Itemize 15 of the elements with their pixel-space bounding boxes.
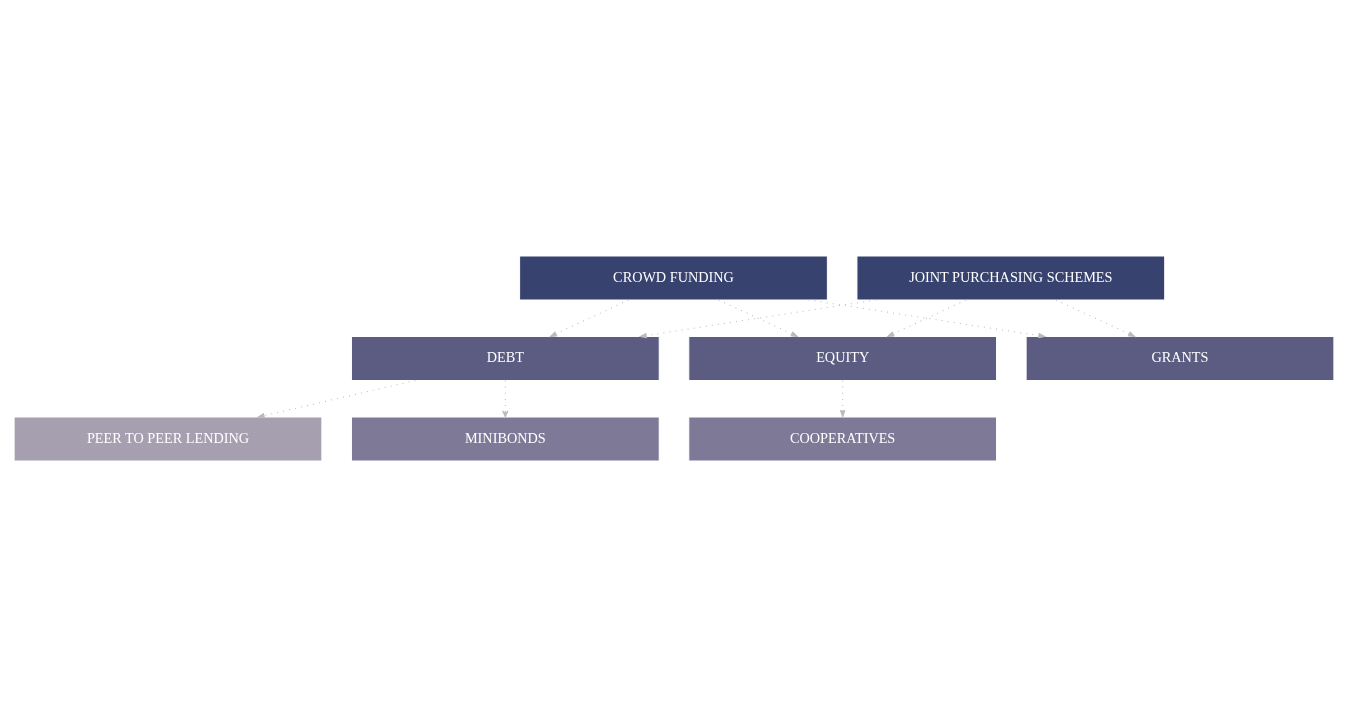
- arrow: [886, 299, 967, 338]
- arrow: [256, 379, 416, 419]
- arrow: [1055, 299, 1137, 338]
- node-box: GRANTS: [1025, 336, 1335, 381]
- arrow: [718, 299, 799, 338]
- node-box: COOPERATIVES: [688, 416, 998, 462]
- node-box: DEBT: [350, 336, 660, 381]
- arrow: [548, 299, 629, 338]
- node-box: PEER TO PEER LENDING: [13, 416, 323, 462]
- node-box: EQUITY: [688, 336, 998, 381]
- node-box: JOINT PURCHASING SCHEMES: [856, 255, 1166, 301]
- node-box: CROWD FUNDING: [519, 255, 828, 301]
- arrow: [808, 299, 1047, 339]
- node-box: MINIBONDS: [350, 416, 660, 462]
- arrow: [638, 299, 877, 339]
